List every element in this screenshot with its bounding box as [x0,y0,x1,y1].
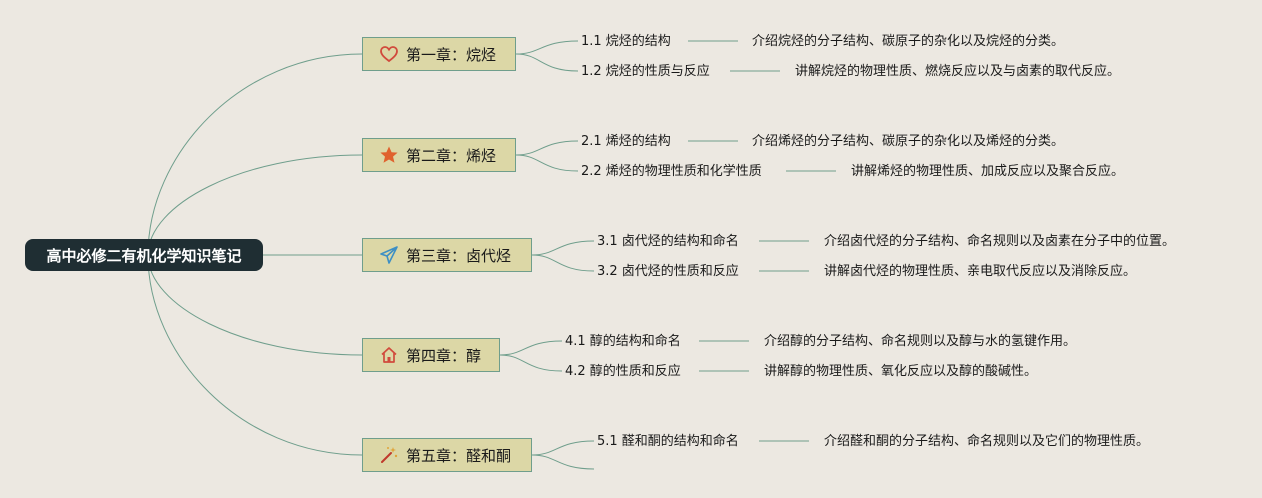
section-2-1-label[interactable]: 2.1 烯烃的结构 [581,134,671,149]
chapter-5-node[interactable]: 第五章：醛和酮 [362,438,532,472]
section-3-1-label[interactable]: 3.1 卤代烃的结构和命名 [597,234,739,249]
chapter-1-branch-b [515,53,579,72]
section-2-2-desc: 讲解烯烃的物理性质、加成反应以及聚合反应。 [851,164,1125,179]
chapter-4-branch-b [499,354,563,372]
section-2-1-desc: 介绍烯烃的分子结构、碳原子的杂化以及烯烃的分类。 [752,134,1065,149]
section-5-1-desc: 介绍醛和酮的分子结构、命名规则以及它们的物理性质。 [824,434,1150,449]
chapter-2-branch-b [515,154,579,172]
root-link-chapter-2 [147,154,363,256]
root-link-chapter-4 [147,254,363,356]
chapter-3-title: 第三章：卤代烃 [406,246,512,265]
chapter-3-node[interactable]: 第三章：卤代烃 [362,238,532,272]
chapter-5-branch-b [531,454,595,470]
chapter-1-branch-a [515,40,579,55]
star-icon [379,145,399,165]
root-link-chapter-1 [147,53,363,256]
section-3-2-desc: 讲解卤代烃的物理性质、亲电取代反应以及消除反应。 [824,264,1137,279]
paper-plane-icon [379,245,399,265]
root-topic-label: 高中必修二有机化学知识笔记 [46,246,242,265]
chapter-2-title: 第二章：烯烃 [406,146,497,165]
section-4-2-desc: 讲解醇的物理性质、氧化反应以及醇的酸碱性。 [764,364,1038,379]
chapter-4-title: 第四章：醇 [406,346,482,365]
chapter-5-branch-a [531,440,595,456]
chapter-3-branch-a [531,240,595,256]
magic-wand-icon [379,445,399,465]
section-4-1-desc: 介绍醇的分子结构、命名规则以及醇与水的氢键作用。 [764,334,1077,349]
chapter-1-title: 第一章：烷烃 [406,45,497,64]
chapter-4-branch-a [499,340,563,356]
section-2-2-label[interactable]: 2.2 烯烃的物理性质和化学性质 [581,164,762,179]
house-icon [379,345,399,365]
chapter-5-title: 第五章：醛和酮 [406,446,512,465]
chapter-1-node[interactable]: 第一章：烷烃 [362,37,516,71]
chapter-2-node[interactable]: 第二章：烯烃 [362,138,516,172]
section-4-1-label[interactable]: 4.1 醇的结构和命名 [565,334,681,349]
section-1-2-desc: 讲解烷烃的物理性质、燃烧反应以及与卤素的取代反应。 [795,64,1121,79]
heart-icon [379,44,399,64]
section-5-1-label[interactable]: 5.1 醛和酮的结构和命名 [597,434,739,449]
section-4-2-label[interactable]: 4.2 醇的性质和反应 [565,364,681,379]
chapter-4-node[interactable]: 第四章：醇 [362,338,500,372]
section-1-1-label[interactable]: 1.1 烷烃的结构 [581,34,671,49]
section-3-2-label[interactable]: 3.2 卤代烃的性质和反应 [597,264,739,279]
section-1-2-label[interactable]: 1.2 烷烃的性质与反应 [581,64,710,79]
chapter-2-branch-a [515,140,579,156]
root-topic[interactable]: 高中必修二有机化学知识笔记 [25,239,263,271]
section-3-1-desc: 介绍卤代烃的分子结构、命名规则以及卤素在分子中的位置。 [824,234,1176,249]
section-1-1-desc: 介绍烷烃的分子结构、碳原子的杂化以及烷烃的分类。 [752,34,1065,49]
chapter-3-branch-b [531,254,595,272]
root-link-chapter-5 [147,254,363,456]
